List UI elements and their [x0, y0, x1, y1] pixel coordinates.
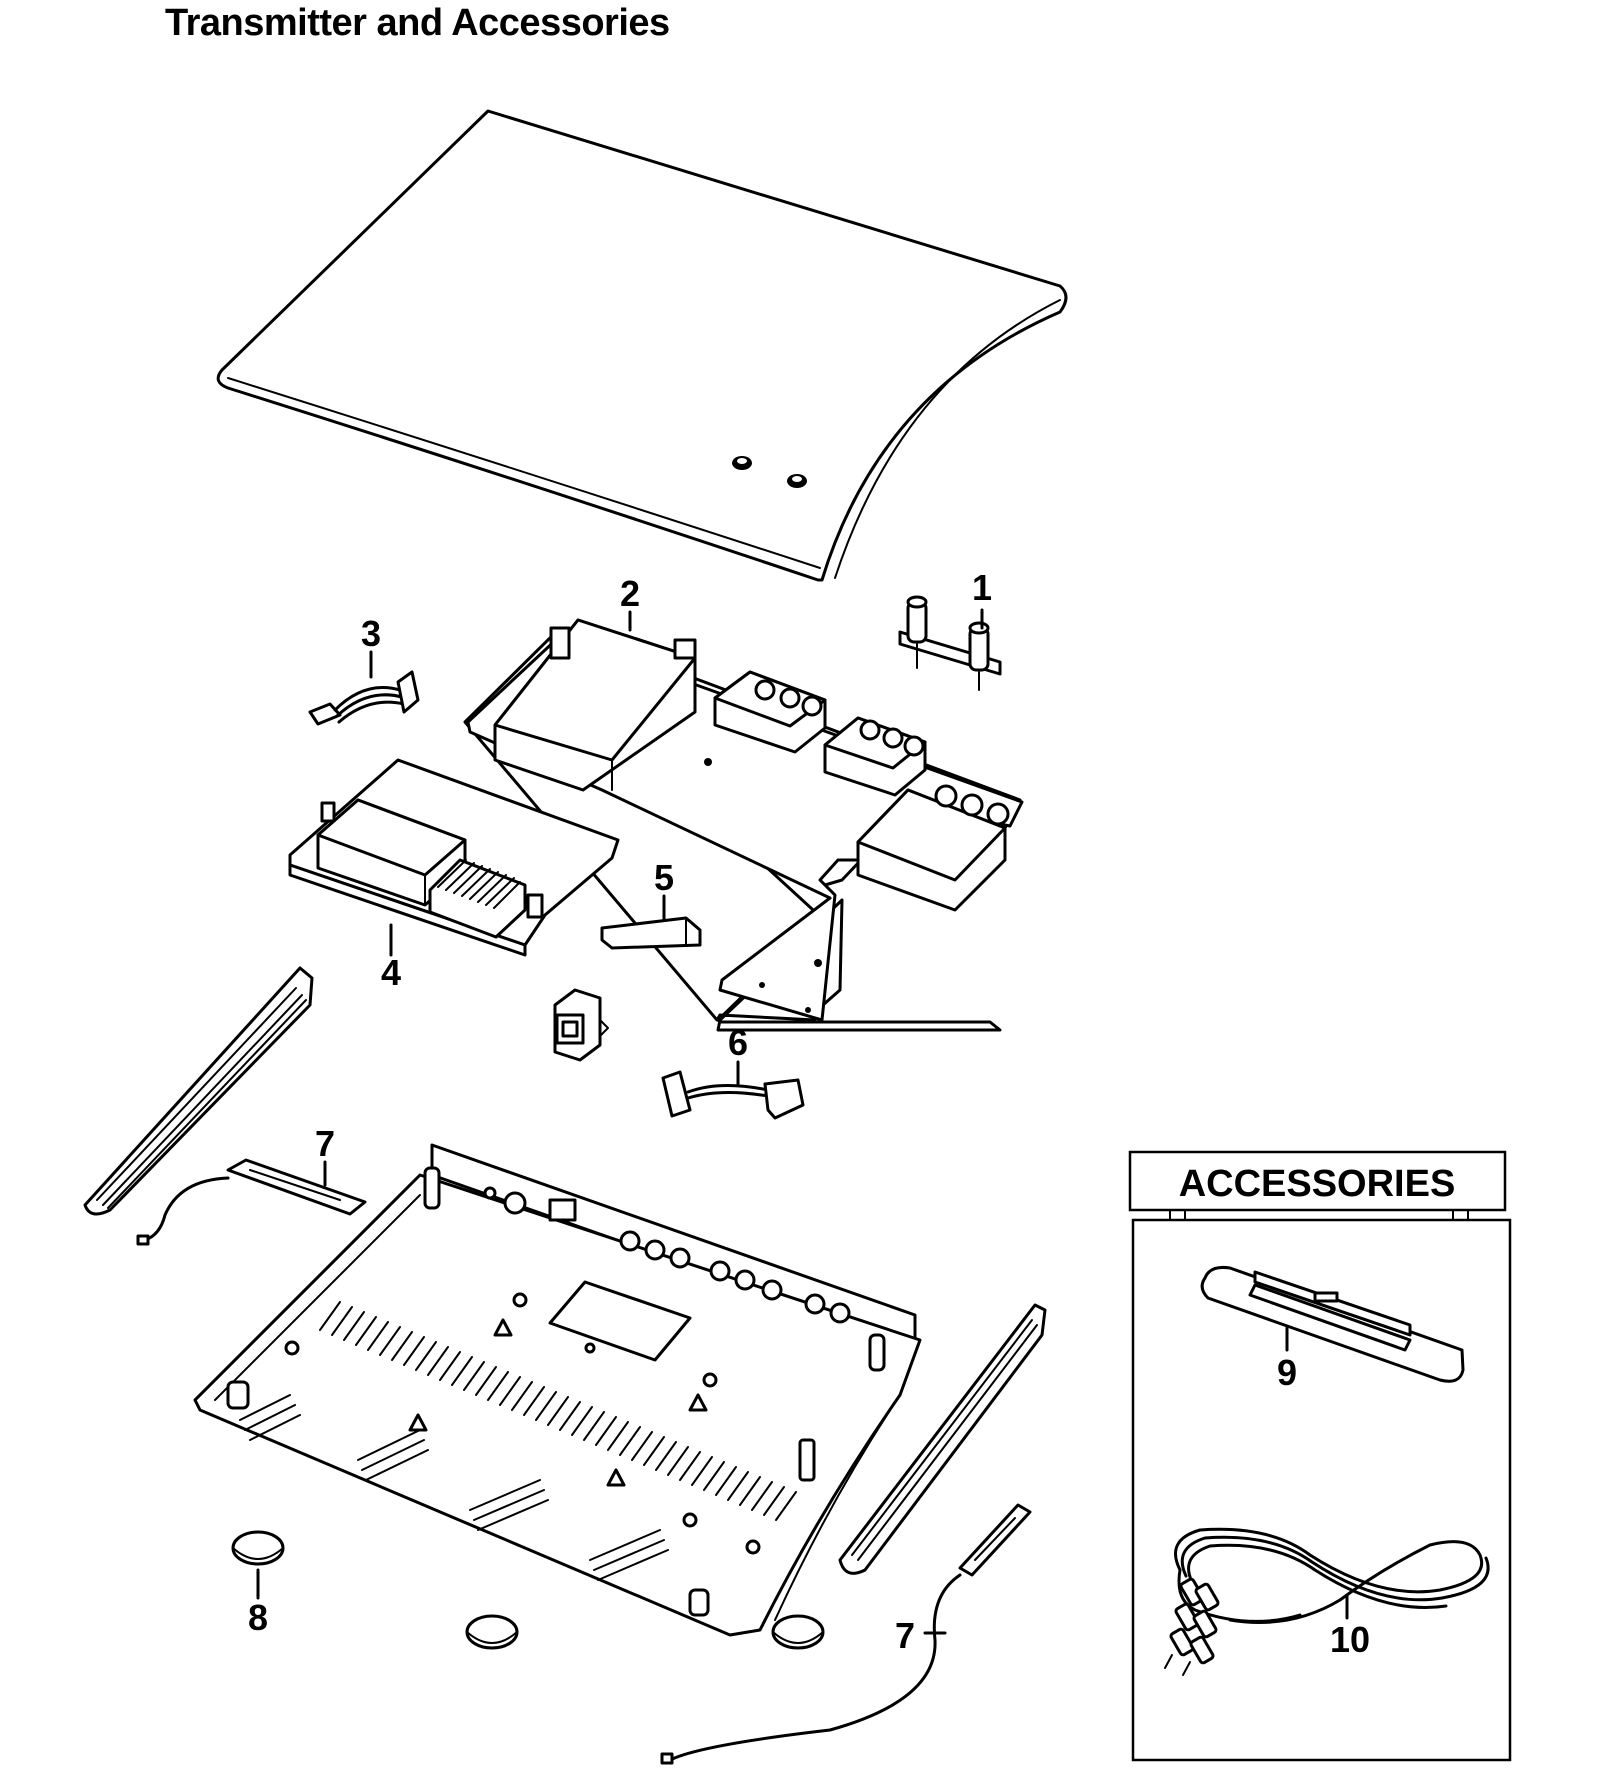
part-6-cable [661, 1060, 805, 1120]
connector-jack [553, 988, 609, 1062]
callout-9: 9 [1277, 1352, 1297, 1393]
vent-slots [319, 1301, 797, 1521]
part-1-button-bracket [898, 595, 1002, 691]
part-3-wire-harness [308, 650, 420, 726]
callout-7-left: 7 [315, 1123, 335, 1164]
bottom-chassis [193, 1143, 922, 1637]
left-side-grille [83, 966, 314, 1216]
part-2-main-board [463, 610, 1024, 1032]
accessories-header-box [1128, 1150, 1507, 1212]
top-cover [216, 109, 1068, 582]
callout-8: 8 [248, 1597, 268, 1638]
callout-6: 6 [728, 1022, 748, 1063]
callout-7-right: 7 [895, 1615, 915, 1656]
accessories-label: ACCESSORIES [1179, 1163, 1456, 1205]
page-title: Transmitter and Accessories [165, 2, 670, 44]
part-4-sub-board [288, 758, 620, 957]
callout-4: 4 [381, 952, 401, 993]
part-9-sensor-bar [1200, 1266, 1465, 1383]
callout-3: 3 [361, 613, 381, 654]
part-7-led-board-right [660, 1503, 1032, 1765]
part-10-av-cable [1164, 1527, 1490, 1676]
part-7-led-board-left [136, 1158, 367, 1246]
part-8-rubber-feet [231, 1530, 825, 1650]
callouts: 1 2 3 4 5 6 7 7 8 9 10 [248, 567, 1370, 1660]
callout-5: 5 [654, 857, 674, 898]
callout-2: 2 [620, 573, 640, 614]
accessories-panel: ACCESSORIES [1128, 1150, 1512, 1762]
callout-10: 10 [1330, 1619, 1370, 1660]
right-side-grille [838, 1303, 1047, 1575]
callout-1: 1 [972, 567, 992, 608]
part-5-flat-cable [600, 894, 702, 950]
